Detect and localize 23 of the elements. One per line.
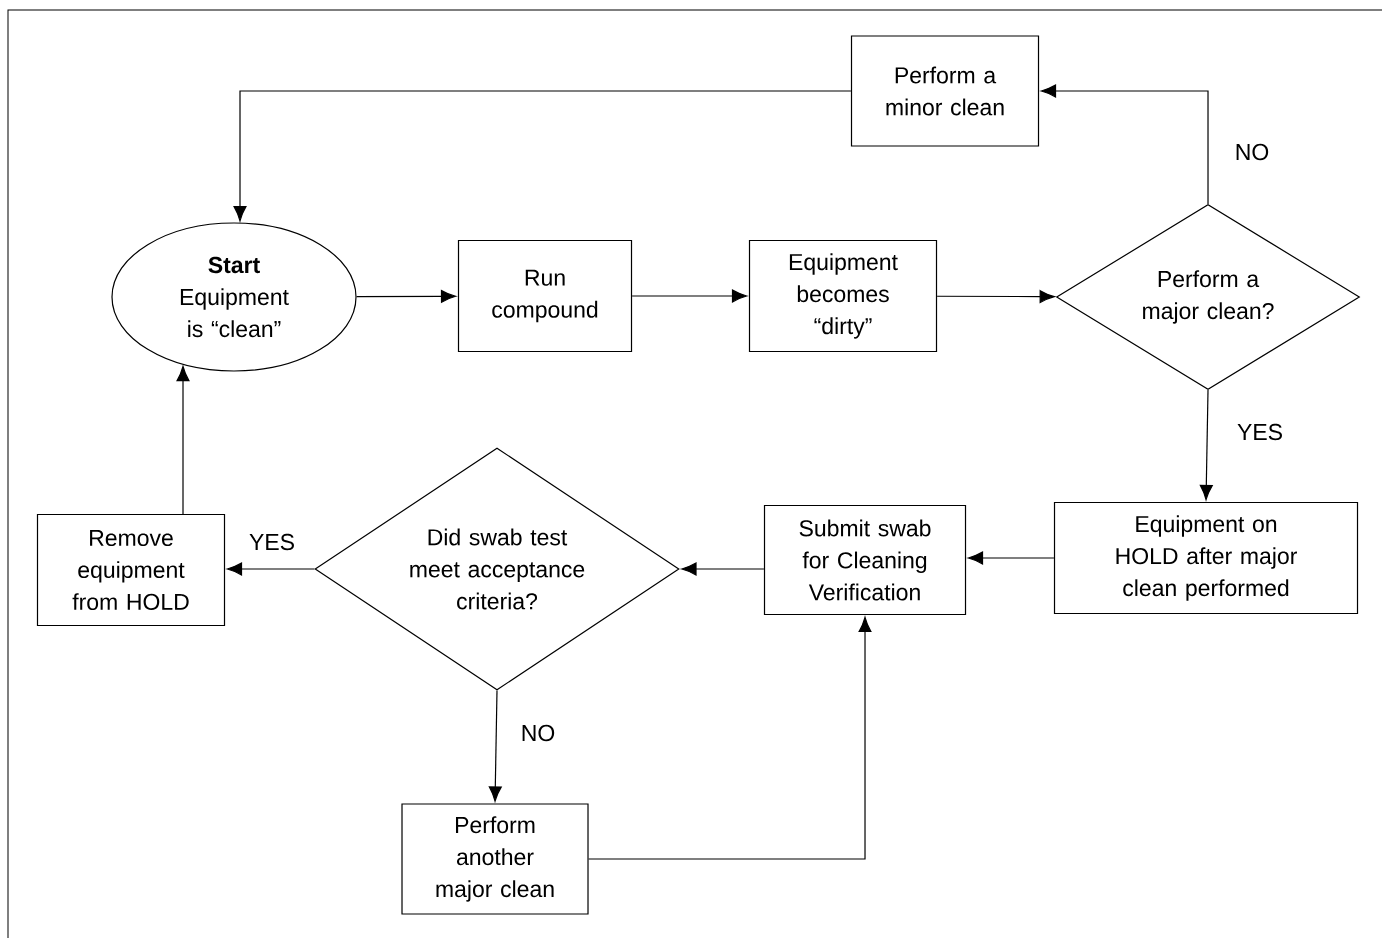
process-box: Remove equipment from HOLD (36, 513, 226, 627)
arrow (356, 289, 457, 303)
edge-label: NO (1236, 143, 1269, 161)
process-box: Perform a minor clean (850, 35, 1040, 147)
process-box: Equipment on HOLD after major clean performed (1053, 501, 1359, 615)
arrow (1040, 84, 1209, 205)
arrow (176, 365, 190, 515)
process-box: Submit swab for Cleaning Verification (763, 504, 967, 616)
process-box: Perform another major clean (401, 803, 589, 915)
process-box: Run compound (457, 239, 633, 353)
process-box: Equipment becomes “dirty” (748, 239, 938, 353)
edge-label: YES (249, 533, 294, 551)
arrow (233, 90, 852, 222)
arrow (681, 562, 765, 576)
arrow (967, 551, 1055, 565)
arrow (1199, 389, 1213, 501)
arrow (936, 290, 1055, 304)
edge-label: YES (1237, 423, 1282, 441)
arrow (588, 616, 872, 860)
edge-label: NO (522, 724, 555, 742)
arrow (226, 562, 315, 576)
arrow (631, 289, 748, 303)
arrow (488, 690, 502, 802)
